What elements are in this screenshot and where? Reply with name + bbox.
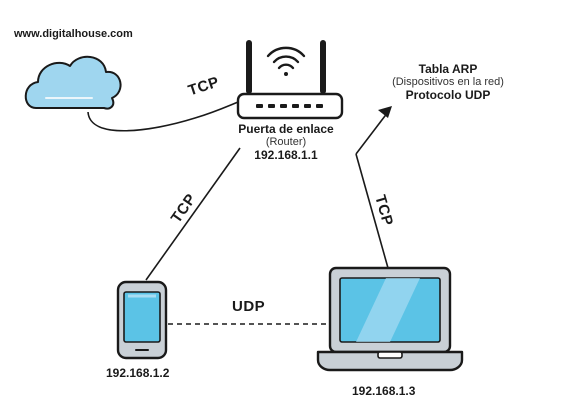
laptop-icon xyxy=(316,266,464,372)
arp-arrow-line xyxy=(355,111,389,155)
phone-icon xyxy=(116,280,168,360)
laptop-router-link xyxy=(355,153,389,269)
cloud-router-link xyxy=(87,101,239,132)
arrow-head-icon xyxy=(378,106,392,118)
router-icon xyxy=(236,40,344,120)
router-info: Puerta de enlace (Router) 192.168.1.1 xyxy=(220,122,352,162)
cloud-icon xyxy=(24,56,122,110)
cloud-label: www.digitalhouse.com xyxy=(14,28,133,40)
router-title: Puerta de enlace xyxy=(238,122,334,136)
router-ip: 192.168.1.1 xyxy=(254,148,318,162)
arp-info: Tabla ARP (Dispositivos en la red) Proto… xyxy=(368,62,528,102)
laptop-ip: 192.168.1.3 xyxy=(352,384,416,398)
arp-subtitle: (Dispositivos en la red) xyxy=(392,76,504,88)
router-phone-link xyxy=(145,147,241,281)
arp-protocol: Protocolo UDP xyxy=(405,88,491,102)
phone-ip: 192.168.1.2 xyxy=(106,366,170,380)
router-subtitle: (Router) xyxy=(265,136,307,148)
wifi-icon xyxy=(266,46,306,70)
arp-title: Tabla ARP xyxy=(418,62,478,76)
phone-laptop-protocol: UDP xyxy=(232,298,266,315)
